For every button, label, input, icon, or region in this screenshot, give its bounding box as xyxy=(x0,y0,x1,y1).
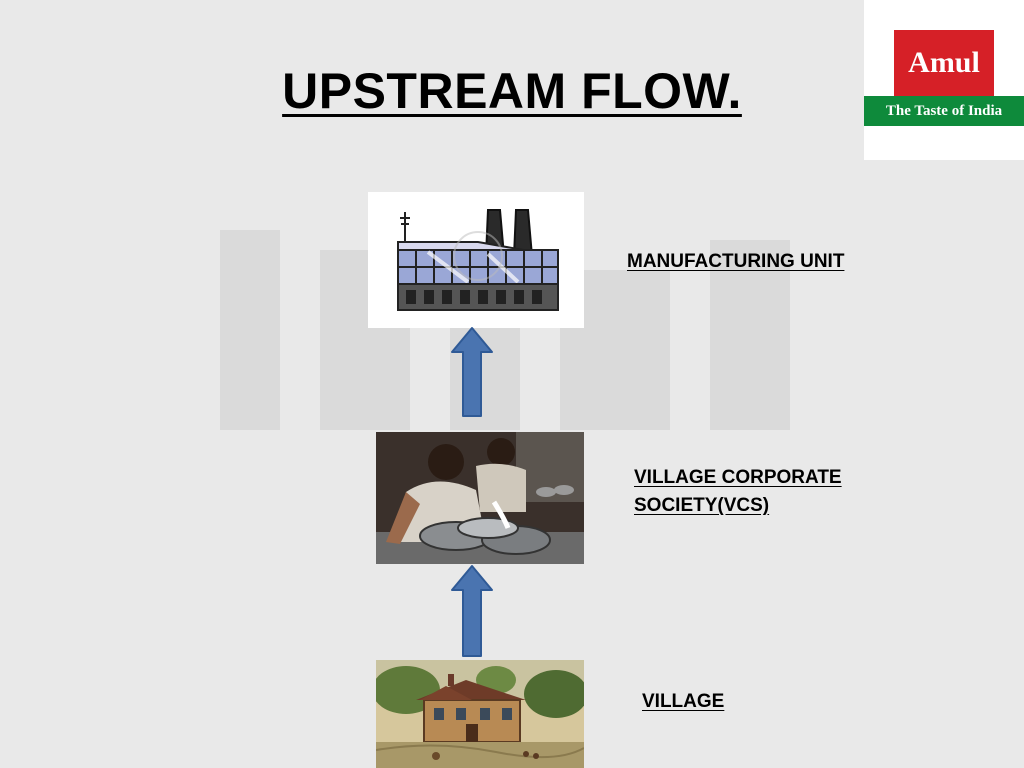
label-vcs-line1: VILLAGE CORPORATE xyxy=(634,467,842,488)
logo-tagline: The Taste of India xyxy=(864,96,1024,126)
village-house-illustration xyxy=(376,660,584,768)
vcs-photo xyxy=(376,432,584,564)
page-title: UPSTREAM FLOW. xyxy=(282,63,742,119)
upward-arrow-icon xyxy=(451,327,493,417)
label-vcs-line2: SOCIETY(VCS) xyxy=(634,495,770,516)
milk-collection-photo xyxy=(376,432,584,564)
upward-arrow-icon xyxy=(451,565,493,657)
factory-icon xyxy=(368,192,584,328)
label-manufacturing-unit: MANUFACTURING UNIT xyxy=(627,251,845,272)
amul-logo: Amul The Taste of India xyxy=(864,0,1024,160)
village-illustration xyxy=(376,660,584,768)
label-village: VILLAGE xyxy=(642,691,725,712)
logo-brand: Amul xyxy=(894,30,994,96)
factory-image xyxy=(368,192,584,328)
label-village-corporate-society: VILLAGE CORPORATE SOCIETY(VCS) xyxy=(634,464,874,520)
